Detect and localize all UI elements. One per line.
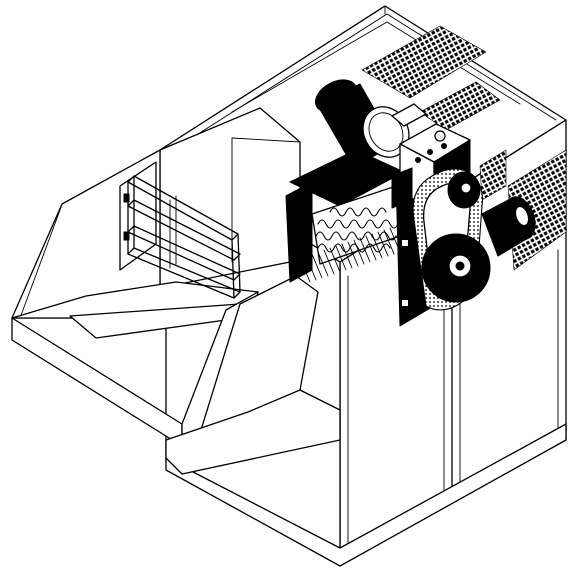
vent-grille-top: [361, 25, 487, 99]
bearing-bolt: [402, 240, 408, 246]
feed-hopper: [11, 107, 341, 475]
secondary-motor: [481, 196, 536, 257]
guard-hinge-bottom: [123, 231, 130, 241]
gearbox-shaft: [434, 130, 446, 142]
cutter-discs: [315, 207, 399, 253]
hopper-left-rim: [19, 203, 63, 319]
secondary-motor-face: [514, 205, 530, 227]
drive-pulley-hub: [460, 182, 472, 194]
hopper-back-wall: [159, 107, 301, 289]
chute-seam: [299, 389, 341, 411]
drive-motor: [314, 79, 427, 169]
guard-rails: [127, 175, 241, 299]
gearbox-bolt-3: [441, 143, 447, 149]
belt-drive: [412, 168, 491, 311]
cabinet-top-lip-inner: [231, 21, 521, 113]
driven-pulley-bore: [455, 261, 465, 271]
gearbox-bolt-2: [427, 149, 433, 155]
hopper-base-skirt: [165, 389, 341, 475]
gearbox-bolt: [415, 157, 421, 163]
motor-flange-ring: [368, 112, 404, 152]
cutter-end-plate-left: [285, 181, 313, 283]
safety-guard: [119, 161, 241, 299]
hopper-back-crease: [231, 137, 301, 143]
motor-terminal-box: [391, 103, 427, 127]
gearbox-mount: [391, 167, 413, 209]
bearing-bolt-lower: [402, 300, 408, 306]
guard-hinge-top: [123, 193, 130, 203]
motor-end-cap: [314, 79, 358, 113]
